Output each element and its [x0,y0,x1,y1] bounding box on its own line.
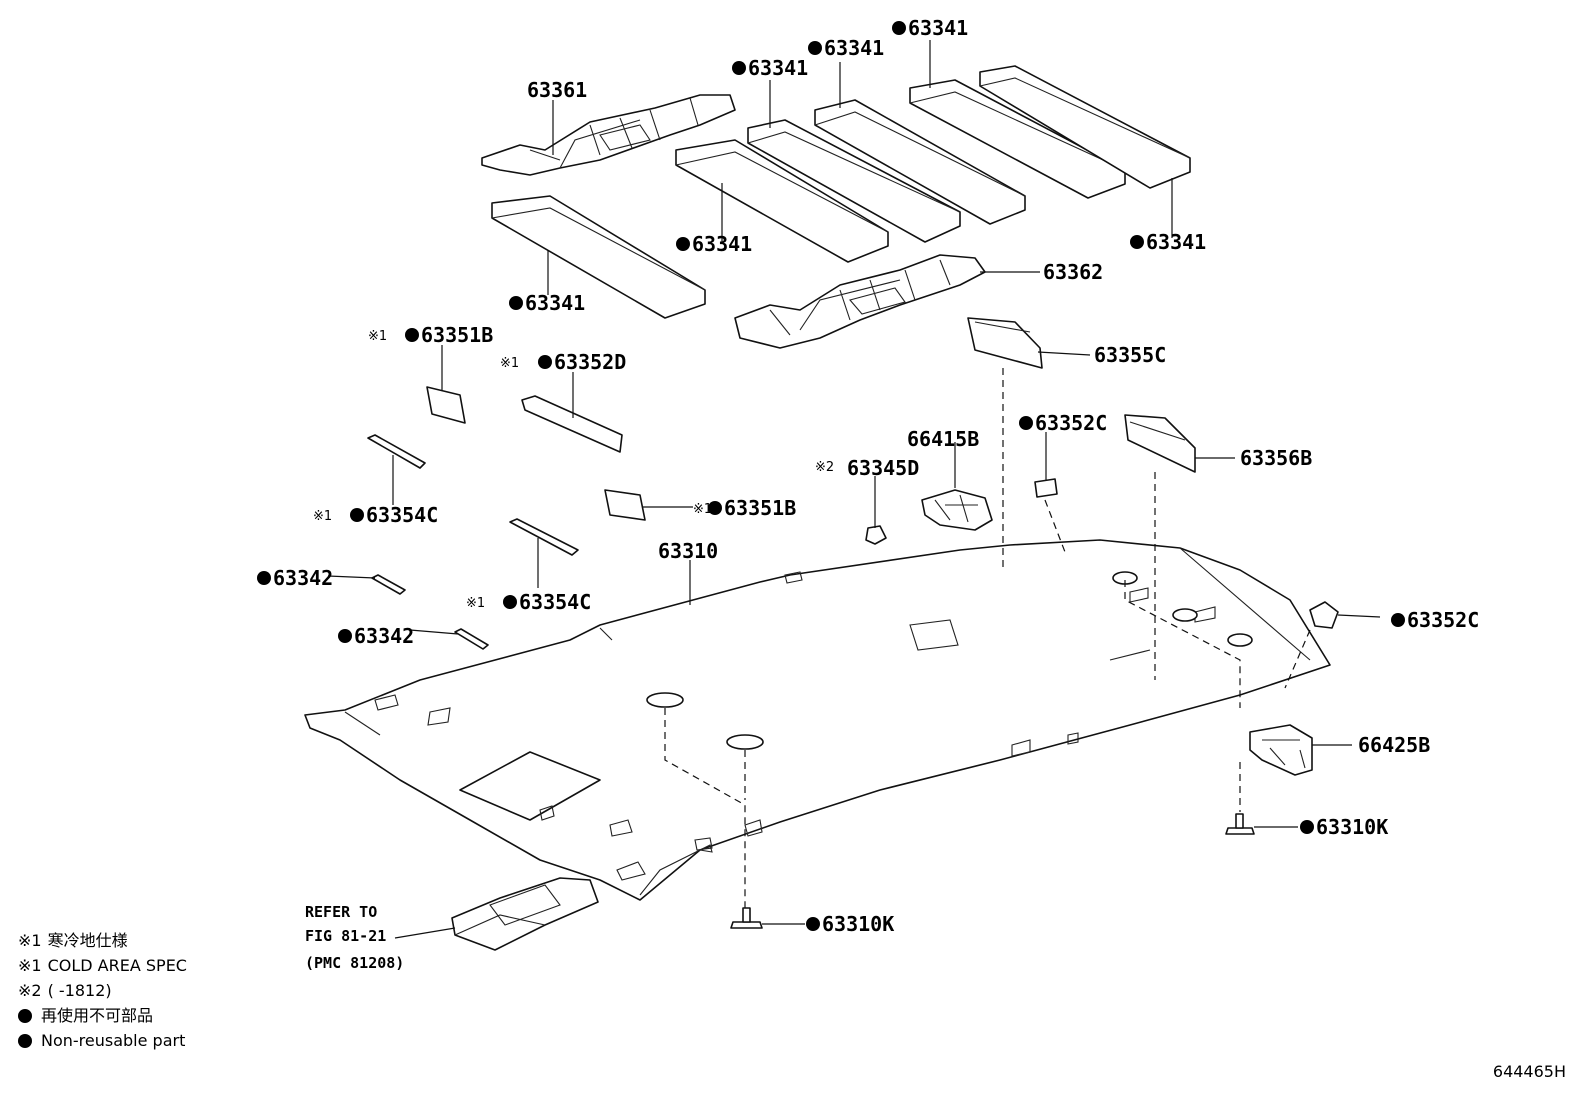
diagram-code: 644465H [1492,1062,1566,1081]
strip-63354C-upper [367,434,426,469]
label-63352C-right: 63352C [1407,608,1479,632]
mark-cold-5: ※1 [466,596,485,611]
label-63341-c: 63341 [908,16,968,40]
strip-63354C-lower [509,518,579,556]
pad-63345D [865,525,887,545]
label-63341-d: 63341 [692,232,752,256]
refer-note: REFER TO FIG 81-21 (PMC 81208) [305,903,404,972]
label-66425B: 66425B [1358,733,1430,757]
clip-63310K-lower [730,907,763,929]
pad-63356B [1124,414,1196,473]
refer-line-3: (PMC 81208) [305,954,404,972]
legend-row-nonreusable-jp: 再使用不可部品 [18,1003,187,1028]
label-63345D: 63345D [847,456,919,480]
legend-mark: ※1 [18,956,42,975]
label-63341-a: 63341 [748,56,808,80]
headliner-63310 [304,539,1331,901]
bullet-dot-icon [18,1033,32,1048]
legend-row-cold-en: ※1 COLD AREA SPEC [18,953,187,978]
label-63355C: 63355C [1094,343,1166,367]
label-63351B-lower: 63351B [724,496,796,520]
label-66415B: 66415B [907,427,979,451]
foam-pad-1 [491,195,706,319]
foam-pad-4 [814,99,1026,225]
label-63310K-lower: 63310K [822,912,894,936]
label-63362: 63362 [1043,260,1103,284]
grip-66415B [921,489,993,531]
legend-text: 再使用不可部品 [41,1006,154,1025]
non-reusable-dots [257,21,1405,931]
map-lamp [451,877,599,951]
dashed-alignment-lines [664,368,1311,908]
pad-63352C-right [1309,601,1339,629]
legend-text: 寒冷地仕様 [47,931,128,950]
label-63341-e: 63341 [1146,230,1206,254]
pad-63351B-upper [426,386,466,424]
pad-63351B-lower [604,489,646,521]
label-63341-b: 63341 [824,36,884,60]
bracket-63361 [481,94,736,176]
refer-line-2: FIG 81-21 [305,927,386,945]
legend-mark: ※2 [18,981,42,1000]
clip-63310K-right [1225,813,1255,835]
leader-lines [327,40,1381,939]
mark-cold-2: ※1 [500,356,519,371]
foam-pad-2 [675,139,889,263]
label-63310K-right: 63310K [1316,815,1388,839]
part-labels: 63361 63341 63341 63341 63341 63341 6334… [273,16,1479,936]
mark-period-1: ※2 [815,460,834,475]
label-63341-f: 63341 [525,291,585,315]
label-63356B: 63356B [1240,446,1312,470]
mark-cold-1: ※1 [368,329,387,344]
foam-pad-5 [909,79,1126,199]
label-63352C-upper: 63352C [1035,411,1107,435]
label-63352D: 63352D [554,350,626,374]
grip-66425B [1249,724,1313,776]
legend-text: COLD AREA SPEC [47,956,187,975]
label-63361: 63361 [527,78,587,102]
bullet-dot-icon [18,1008,32,1023]
bracket-63362 [734,254,986,349]
legend-row-nonreusable-en: Non-reusable part [18,1028,187,1053]
label-63342-upper: 63342 [273,566,333,590]
label-63351B-upper: 63351B [421,323,493,347]
label-63354C-lower: 63354C [519,590,591,614]
legend-row-cold-jp: ※1 寒冷地仕様 [18,928,187,953]
foam-pad-6 [979,65,1191,189]
pad-63355C [967,317,1043,369]
label-63342-lower: 63342 [354,624,414,648]
strip-63342-upper [371,574,406,595]
label-63354C-upper: 63354C [366,503,438,527]
legend-text: ( -1812) [47,981,112,1000]
label-63310: 63310 [658,539,718,563]
legend-mark: ※1 [18,931,42,950]
refer-line-1: REFER TO [305,903,377,921]
strip-63342-lower [454,628,489,650]
spec-marks: ※1 ※1 ※1 ※1 ※1 ※2 [313,329,834,611]
foam-pad-3 [747,119,961,243]
mark-cold-4: ※1 [313,509,332,524]
mark-cold-3: ※1 [693,502,712,517]
legend-text: Non-reusable part [41,1031,186,1050]
pad-63352D [521,395,623,453]
legend-row-period: ※2 ( -1812) [18,978,187,1003]
legend: ※1 寒冷地仕様 ※1 COLD AREA SPEC ※2 ( -1812) 再… [18,928,187,1053]
pad-63352C-upper [1034,478,1058,498]
